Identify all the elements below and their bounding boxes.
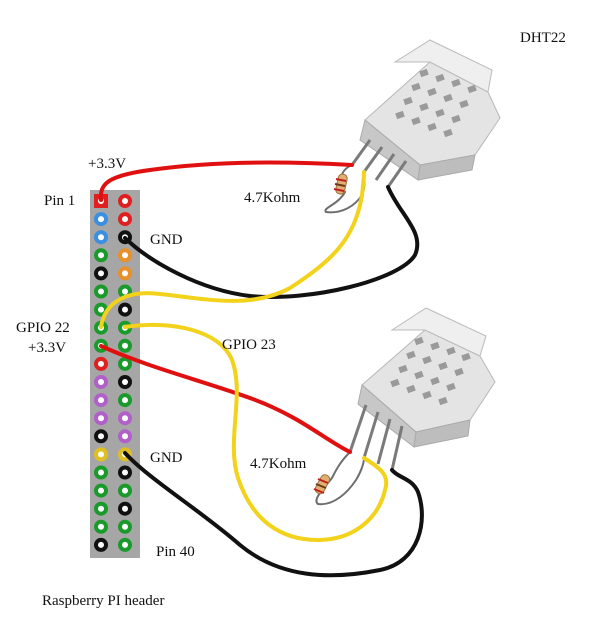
raspberry-pi-header bbox=[90, 190, 140, 558]
resistor-top-label: 4.7Kohm bbox=[244, 190, 301, 206]
header-pin-35 bbox=[94, 501, 108, 516]
sensor-leads bbox=[350, 139, 408, 188]
header-pin-3 bbox=[94, 212, 108, 227]
vcc-top-label: +3.3V bbox=[88, 156, 126, 172]
wire-power-bottom bbox=[99, 344, 352, 454]
header-pin-8 bbox=[118, 248, 132, 263]
header-pin-7 bbox=[94, 248, 108, 263]
header-pin-37 bbox=[94, 519, 108, 534]
header-pin-34 bbox=[118, 483, 132, 498]
header-pin-40 bbox=[118, 537, 132, 552]
wire-data-top bbox=[99, 170, 366, 329]
header-pin-25 bbox=[94, 411, 108, 426]
header-pin-32 bbox=[118, 465, 132, 480]
header-caption: Raspberry PI header bbox=[42, 593, 164, 609]
header-pin-19 bbox=[94, 356, 108, 371]
header-pin-20 bbox=[118, 356, 132, 371]
header-pin-38 bbox=[118, 519, 132, 534]
header-pin-31 bbox=[94, 465, 108, 480]
resistor-bottom-label: 4.7Kohm bbox=[250, 456, 307, 472]
wire-power-top bbox=[98, 160, 354, 202]
header-pin-11 bbox=[94, 284, 108, 299]
gnd-top-label: GND bbox=[150, 232, 183, 248]
header-pin-10 bbox=[118, 266, 132, 281]
header-pin-21 bbox=[94, 375, 108, 389]
header-pin-18 bbox=[118, 338, 132, 353]
header-pin-4 bbox=[118, 212, 132, 227]
pin40-label: Pin 40 bbox=[156, 544, 195, 560]
dht22-sensor-top bbox=[350, 39, 501, 188]
header-pin-14 bbox=[118, 302, 132, 317]
resistor-bottom bbox=[313, 451, 365, 506]
header-pin-2 bbox=[118, 194, 132, 208]
sensor-vent-grid bbox=[395, 68, 477, 138]
header-pin-9 bbox=[94, 266, 108, 281]
gpio22-label: GPIO 22 bbox=[16, 320, 70, 336]
header-pin-39 bbox=[94, 537, 108, 552]
wire-ground-top bbox=[123, 185, 420, 299]
sensor-leads bbox=[348, 404, 404, 471]
dht22-sensor-bottom bbox=[348, 307, 496, 471]
header-pin-23 bbox=[94, 393, 108, 408]
header-pin-26 bbox=[118, 411, 132, 426]
sensor-label: DHT22 bbox=[520, 30, 566, 46]
header-pin-28 bbox=[118, 429, 132, 444]
gnd-bottom-label: GND bbox=[150, 450, 183, 466]
header-pin-5 bbox=[94, 230, 108, 245]
wire-ground-bottom bbox=[123, 451, 424, 578]
header-pin-33 bbox=[94, 483, 108, 498]
gpio23-label: GPIO 23 bbox=[222, 337, 276, 353]
header-pin-24 bbox=[118, 393, 132, 408]
header-pin-22 bbox=[118, 375, 132, 389]
header-pin-36 bbox=[118, 501, 132, 516]
sensor-vent-grid bbox=[390, 336, 471, 406]
wire-data-bottom bbox=[123, 322, 389, 543]
header-pin-29 bbox=[94, 447, 108, 462]
header-pin-27 bbox=[94, 429, 108, 444]
vcc-mid-label: +3.3V bbox=[28, 340, 66, 356]
pin1-label: Pin 1 bbox=[44, 193, 75, 209]
